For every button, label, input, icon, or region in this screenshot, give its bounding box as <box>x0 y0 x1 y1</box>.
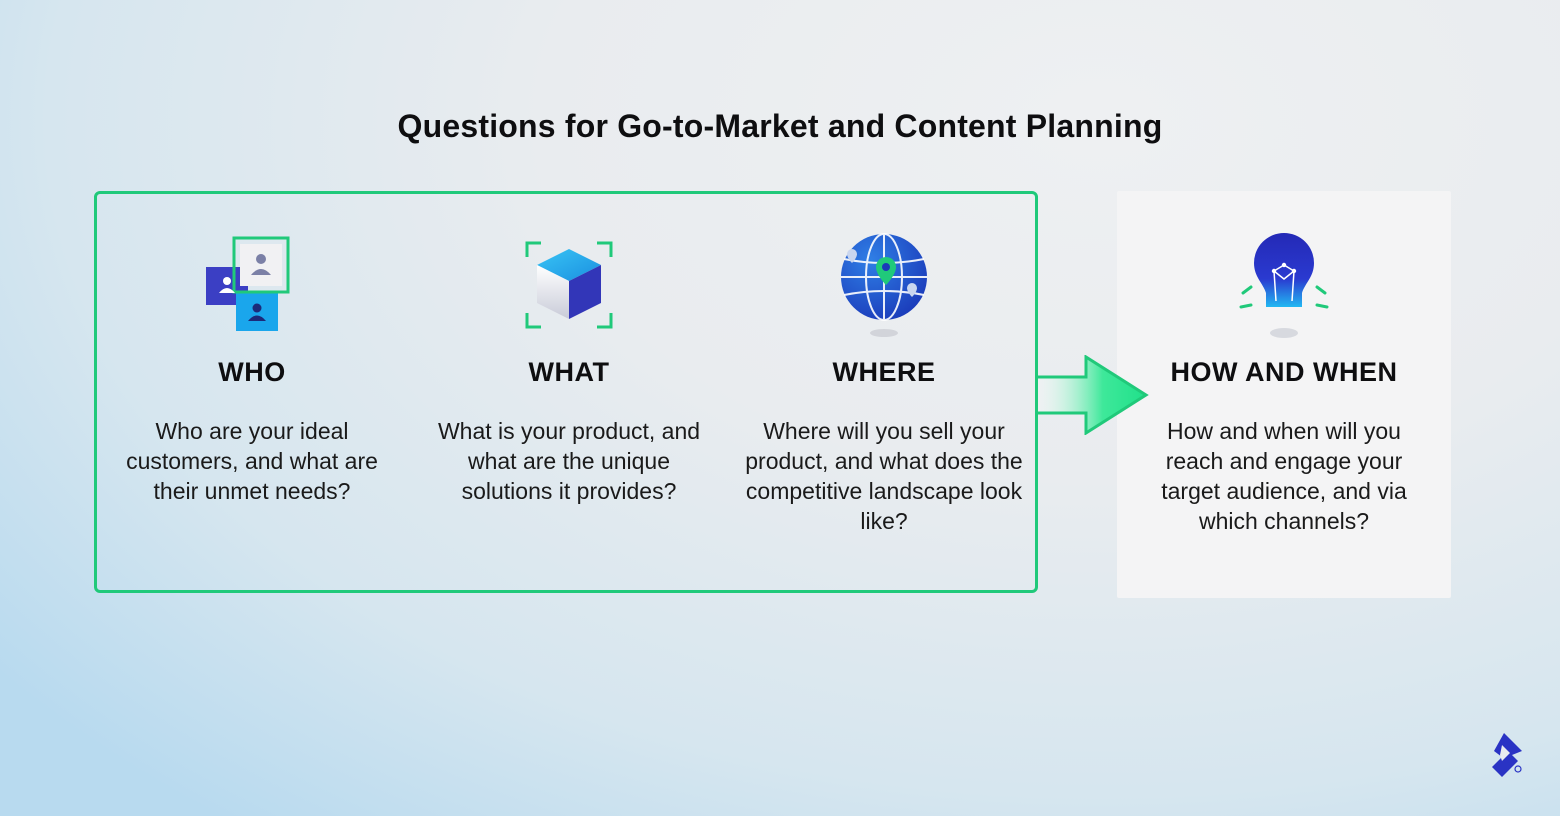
where-heading: WHERE <box>832 357 936 387</box>
how-when-heading: HOW AND WHEN <box>1170 357 1398 387</box>
toptal-logo-icon <box>1488 733 1524 784</box>
where-column: WHERE Where will you sell your product, … <box>734 233 1034 536</box>
what-heading: WHAT <box>528 357 610 387</box>
people-icon <box>102 235 402 335</box>
what-description: What is your product, and what are the u… <box>437 418 701 504</box>
what-column: WHAT What is your product, and what are … <box>419 235 719 506</box>
flow-arrow <box>1038 354 1152 440</box>
who-column: WHO Who are your ideal customers, and wh… <box>102 235 402 506</box>
how-when-description: How and when will you reach and engage y… <box>1161 418 1407 534</box>
who-description: Who are your ideal customers, and what a… <box>126 418 378 504</box>
how-when-column: HOW AND WHEN How and when will you reach… <box>1134 233 1434 536</box>
who-heading: WHO <box>218 357 286 387</box>
page-title: Questions for Go-to-Market and Content P… <box>397 108 1163 144</box>
where-description: Where will you sell your product, and wh… <box>745 418 1023 534</box>
lightbulb-icon <box>1134 233 1434 338</box>
globe-icon <box>734 233 1034 337</box>
who-what-where-group-box <box>94 191 1038 593</box>
cube-icon <box>419 235 719 335</box>
